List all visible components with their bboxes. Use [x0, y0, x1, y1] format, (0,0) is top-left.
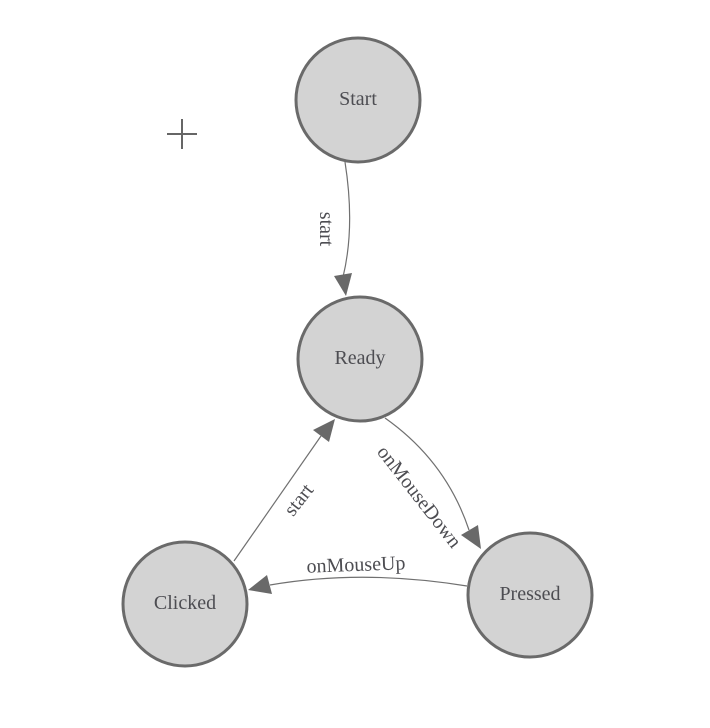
- state-node-pressed[interactable]: Pressed: [466, 531, 594, 659]
- transition-label: start: [280, 479, 319, 520]
- transition-edge[interactable]: [233, 435, 322, 562]
- transition-edge[interactable]: [269, 576, 468, 587]
- state-circle[interactable]: [296, 295, 424, 423]
- state-circle[interactable]: [466, 531, 594, 659]
- transition-pressed-to-clicked[interactable]: onMouseUp: [248, 552, 468, 594]
- state-circle[interactable]: [121, 540, 249, 668]
- transition-start-to-ready[interactable]: start: [315, 161, 352, 296]
- transition-clicked-to-ready[interactable]: start: [233, 419, 335, 562]
- state-circle[interactable]: [294, 36, 422, 164]
- state-node-start[interactable]: Start: [294, 36, 422, 164]
- state-label: Start: [339, 88, 377, 110]
- crosshair-icon: [167, 119, 197, 149]
- state-node-ready[interactable]: Ready: [296, 295, 424, 423]
- state-node-clicked[interactable]: Clicked: [121, 540, 249, 668]
- transition-label: start: [315, 212, 337, 247]
- transition-ready-to-pressed[interactable]: onMouseDown: [372, 417, 481, 553]
- state-label: Pressed: [499, 583, 560, 605]
- arrowhead-icon: [313, 419, 335, 442]
- arrowhead-icon: [248, 575, 272, 594]
- transition-label: onMouseDown: [372, 442, 465, 553]
- arrowhead-icon: [334, 273, 352, 296]
- state-label: Clicked: [154, 592, 216, 614]
- arrowhead-icon: [461, 525, 481, 549]
- state-label: Ready: [334, 347, 385, 369]
- transition-edge[interactable]: [384, 417, 470, 531]
- transition-label: onMouseUp: [306, 552, 406, 577]
- transition-edge[interactable]: [342, 161, 351, 278]
